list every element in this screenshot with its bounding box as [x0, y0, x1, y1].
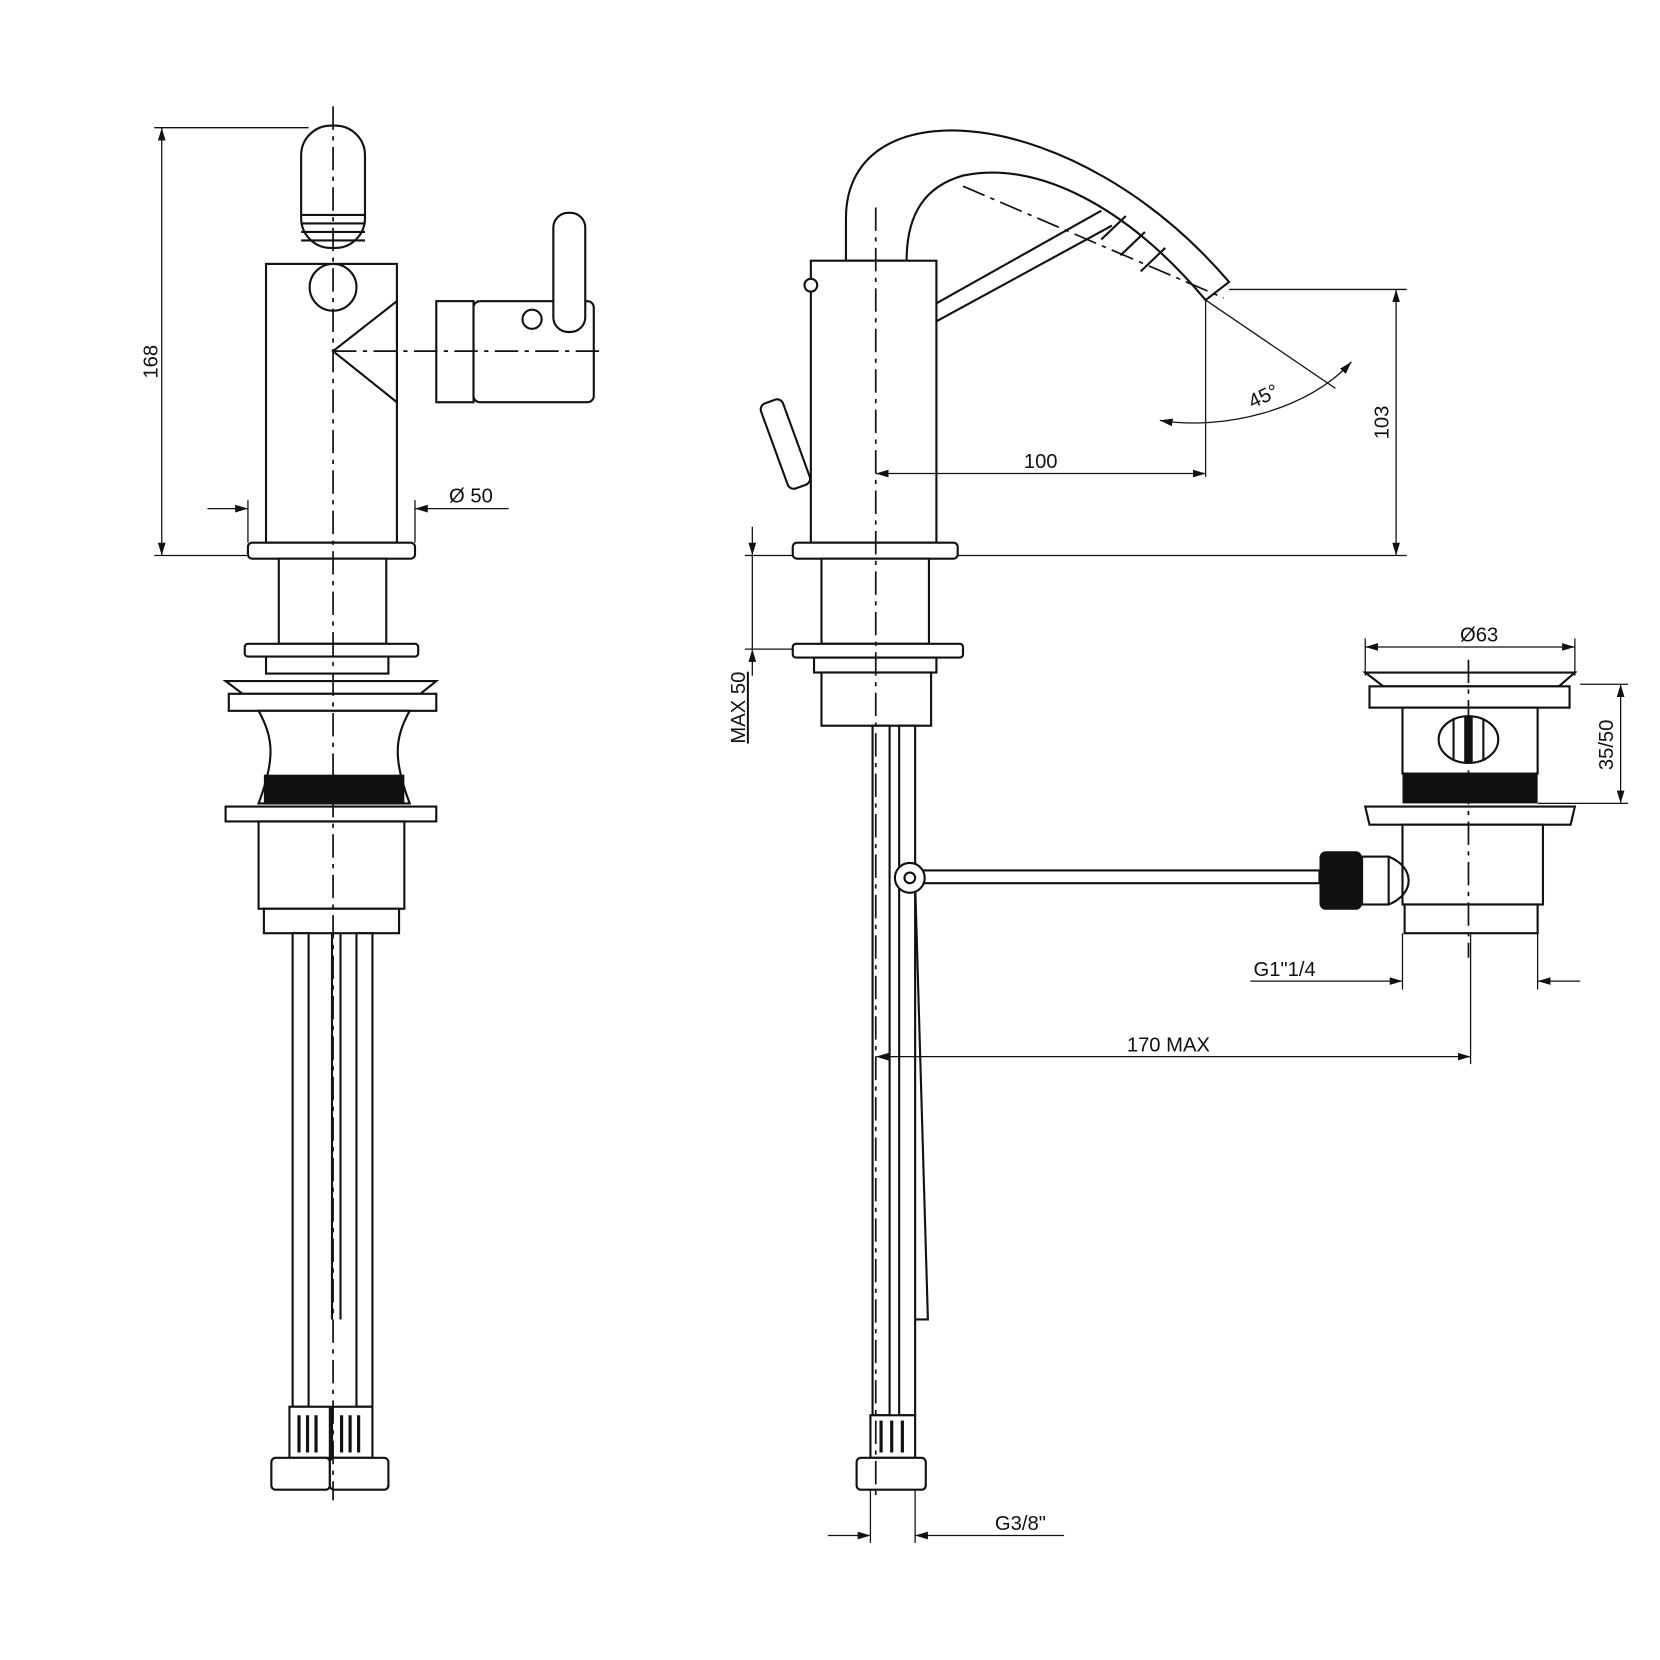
- spout: [844, 129, 1231, 302]
- dim-reach-100: 100: [1024, 451, 1058, 473]
- dim-height-103: 103: [1372, 406, 1394, 440]
- dim-diameter-63: Ø63: [1460, 625, 1498, 647]
- pop-up-lever: [759, 398, 812, 490]
- dim-height-168: 168: [140, 345, 162, 379]
- lever-handle: [552, 211, 587, 334]
- dim-thread-g3-8: G3/8": [995, 1513, 1046, 1535]
- dim-rod-170-max: 170 MAX: [1127, 1034, 1211, 1056]
- pop-up-rod: [914, 869, 1321, 885]
- dim-thread-g1-1-4: G1"1/4: [1254, 959, 1316, 981]
- dim-range-35-50: 35/50: [1596, 720, 1618, 771]
- dim-max-50: MAX 50: [728, 672, 750, 744]
- waste-connector: [1319, 851, 1363, 910]
- side-view: 100 45° 103 MAX 50 Ø63 35/50 G1"1/4 170 …: [728, 129, 1629, 1543]
- front-view: 168 Ø 50: [140, 106, 602, 1501]
- dim-diameter-50: Ø 50: [449, 485, 493, 507]
